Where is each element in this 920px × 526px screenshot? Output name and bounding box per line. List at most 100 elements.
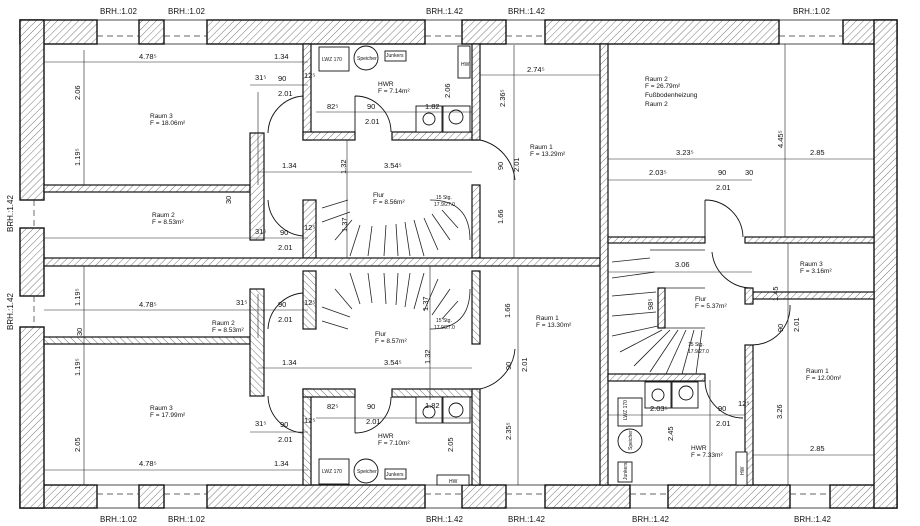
staircase-upper-left: [321, 199, 471, 257]
plan-label: BRH.:1.42: [6, 293, 15, 330]
plan-label: LWZ 170: [623, 400, 629, 420]
plan-label: Raum 2: [645, 76, 668, 83]
plan-label: BRH.:1.42: [632, 515, 669, 524]
plan-label: 1.34: [282, 358, 297, 367]
plan-label: 2.03⁵: [649, 168, 667, 177]
room-raum3-right: Raum 3F = 3.16m²: [800, 261, 832, 275]
plan-label: 90: [496, 162, 505, 170]
stair-labels: 15 Stg.17.9/27.0 15 Stg.17.9/27.0 15 Stg…: [434, 195, 709, 355]
staircase-right: [611, 249, 705, 375]
plan-label: BRH.:1.02: [168, 7, 205, 16]
plan-label: 82⁵: [327, 102, 338, 111]
plan-label: 2.85: [810, 444, 825, 453]
plan-label: F = 7.10m²: [378, 440, 410, 447]
plan-label: 2.06: [443, 83, 452, 98]
plan-label: 82⁵: [327, 402, 338, 411]
storage-tank: [353, 45, 379, 71]
plan-label: 1.45: [771, 286, 780, 301]
plan-label: BRH.:1.42: [6, 195, 15, 232]
plan-label: 2.35⁵: [504, 422, 513, 440]
plan-label: 2.01: [366, 417, 381, 426]
plan-label: 3.54⁵: [384, 358, 402, 367]
plan-label: F = 26.79m²: [645, 83, 681, 90]
plan-label: 3.26: [775, 404, 784, 419]
plan-label: 1.66: [496, 209, 505, 224]
plan-label: 17.9/27.0: [434, 202, 455, 208]
plan-label: BRH.:1.42: [426, 515, 463, 524]
window-sill-labels: BRH.:1.02 BRH.:1.02 BRH.:1.42 BRH.:1.42 …: [6, 7, 831, 524]
plan-label: 12⁵: [304, 223, 315, 232]
plan-label: 17.9/27.0: [434, 325, 455, 331]
plan-label: 2.03⁵: [650, 404, 668, 413]
plan-label: 4.78⁵: [139, 300, 157, 309]
room-raum3-upper-left: Raum 3F = 18.06m²: [150, 113, 186, 127]
plan-label: 30: [224, 196, 233, 204]
plan-label: 1.66: [503, 303, 512, 318]
plan-label: Raum 1: [536, 315, 559, 322]
exterior-walls: [19, 19, 898, 509]
plan-label: F = 8.53m²: [152, 219, 184, 226]
plan-label: 1.37: [340, 217, 349, 232]
dimension-lines: [44, 44, 874, 485]
plan-label: 2.01: [512, 157, 521, 172]
plan-label: 2.01: [278, 435, 293, 444]
plan-label: Raum 3: [150, 113, 173, 120]
plan-label: Speicher: [357, 56, 377, 62]
plan-label: Junkers: [623, 462, 629, 480]
room-raum3-lower-left: Raum 3F = 17.99m²: [150, 405, 186, 419]
plan-label: 2.01: [716, 419, 731, 428]
plan-label: F = 3.16m²: [800, 268, 832, 275]
plan-label: BRH.:1.42: [508, 515, 545, 524]
plan-label: Fußbodenheizung: [645, 92, 698, 99]
plan-label: LWZ 170: [322, 57, 342, 63]
interior-walls-lower-left: [43, 270, 481, 486]
plan-label: Junkers: [386, 53, 404, 59]
plan-label: 31⁵: [255, 419, 266, 428]
plan-label: 12⁵: [738, 399, 749, 408]
plan-label: F = 13.29m²: [530, 151, 566, 158]
plan-label: Raum 2: [152, 212, 175, 219]
plan-label: 2.06: [73, 85, 82, 100]
interior-walls-upper-left: [43, 43, 481, 259]
plan-label: F = 18.06m²: [150, 120, 186, 127]
plan-label: Flur: [695, 296, 707, 303]
plan-label: 90: [280, 228, 288, 237]
plan-label: Raum 1: [806, 368, 829, 375]
plan-label: 12⁵: [304, 298, 315, 307]
plan-label: 30: [745, 168, 753, 177]
plan-label: 31⁵: [255, 73, 266, 82]
plan-label: Raum 3: [150, 405, 173, 412]
plan-label: 1.34: [274, 459, 289, 468]
plan-label: BRH.:1.02: [793, 7, 830, 16]
plan-label: 90: [718, 404, 726, 413]
fixtures-hwr-lower-left: LWZ 170 Speicher Junkers HW: [318, 396, 471, 486]
plan-label: 31⁵: [255, 227, 266, 236]
windows: [33, 19, 843, 509]
plan-label: 1.19⁵: [73, 358, 82, 376]
room-raum1-lower-left: Raum 1F = 13.30m²: [536, 315, 572, 329]
plan-label: BRH.:1.02: [100, 7, 137, 16]
plan-label: 2.01: [792, 317, 801, 332]
plan-label: 90: [718, 168, 726, 177]
room-labels: Raum 3F = 18.06m² Raum 2F = 8.53m² HWRF …: [150, 76, 842, 459]
staircase-lower-left: [321, 272, 471, 330]
plan-label: F = 8.53m²: [212, 327, 244, 334]
plan-label: 2.85: [810, 148, 825, 157]
plan-label: 31⁵: [236, 298, 247, 307]
plan-label: 2.36⁵: [498, 89, 507, 107]
plan-label: 1.34: [274, 52, 289, 61]
plan-label: Raum 3: [800, 261, 823, 268]
plan-label: 3.54⁵: [384, 161, 402, 170]
plan-label: 12⁵: [304, 71, 315, 80]
plan-label: 90: [367, 102, 375, 111]
room-raum2-upper-left: Raum 2F = 8.53m²: [152, 212, 184, 226]
plan-label: Raum 2: [645, 101, 668, 108]
plan-label: 90: [367, 402, 375, 411]
plan-label: 98⁵: [646, 299, 655, 310]
plan-label: HWR: [691, 445, 707, 452]
plan-label: 1.32: [339, 159, 348, 174]
plan-label: HW: [740, 466, 746, 475]
plan-label: 90: [504, 362, 513, 370]
